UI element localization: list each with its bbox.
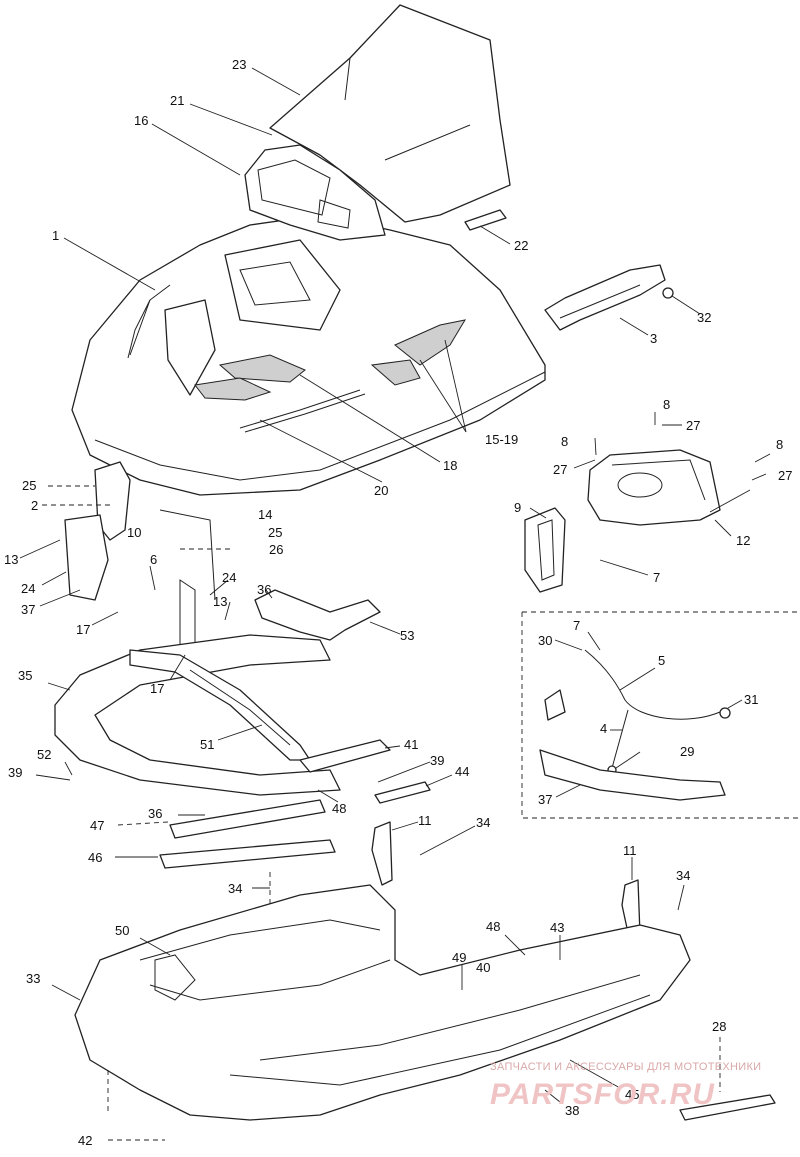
callout-52: 52 <box>37 747 51 762</box>
callout-39-left: 39 <box>8 765 22 780</box>
callout-4: 4 <box>600 721 607 736</box>
callout-37-inset: 37 <box>538 792 552 807</box>
callout-21: 21 <box>170 93 184 108</box>
callout-28: 28 <box>712 1019 726 1034</box>
slide-plate-lower <box>159 839 336 869</box>
strip-28 <box>679 1094 776 1121</box>
callout-2: 2 <box>31 498 38 513</box>
callout-29: 29 <box>680 744 694 759</box>
callout-40: 40 <box>476 960 490 975</box>
callout-30: 30 <box>538 633 552 648</box>
callout-7-mid: 7 <box>653 570 660 585</box>
callout-37-left: 37 <box>21 602 35 617</box>
callout-1: 1 <box>52 228 59 243</box>
callout-14: 14 <box>258 507 272 522</box>
callout-41: 41 <box>404 737 418 752</box>
callout-8-mid: 8 <box>561 434 568 449</box>
callout-10: 10 <box>127 525 141 540</box>
callout-12: 12 <box>736 533 750 548</box>
front-grab-bar <box>544 264 666 331</box>
callout-27-mid: 27 <box>553 462 567 477</box>
callout-25-left: 25 <box>22 478 36 493</box>
callout-17-left: 17 <box>76 622 90 637</box>
watermark-tagline: ЗАПЧАСТИ И АКСЕССУАРЫ ДЛЯ МОТОТЕХНИКИ <box>490 1061 761 1073</box>
hood <box>71 144 546 496</box>
callout-38: 38 <box>565 1103 579 1118</box>
callout-31: 31 <box>744 692 758 707</box>
callout-24-right: 24 <box>222 570 236 585</box>
callout-44: 44 <box>455 764 469 779</box>
callout-8-top: 8 <box>663 397 670 412</box>
callout-20: 20 <box>374 483 388 498</box>
callout-13-left: 13 <box>4 552 18 567</box>
air-box-bracket <box>524 507 566 593</box>
callout-33: 33 <box>26 971 40 986</box>
cross-shaft <box>299 739 391 773</box>
hood-handle <box>464 209 507 231</box>
callout-45: 45 <box>625 1087 639 1102</box>
callout-11-right: 11 <box>623 843 637 858</box>
steering-column <box>64 461 216 661</box>
callout-34-right: 34 <box>676 868 690 883</box>
leader-lines <box>19 67 771 1141</box>
callout-11-left: 11 <box>418 813 432 828</box>
front-bumper <box>54 634 341 796</box>
callout-5: 5 <box>658 653 665 668</box>
belly-pan <box>74 884 691 1121</box>
callout-16: 16 <box>134 113 148 128</box>
callout-48-mid: 48 <box>332 801 346 816</box>
callout-48-bottom: 48 <box>486 919 500 934</box>
callout-50: 50 <box>115 923 129 938</box>
callout-46: 46 <box>88 850 102 865</box>
callout-36-mid: 36 <box>148 806 162 821</box>
callout-43: 43 <box>550 920 564 935</box>
callout-3: 3 <box>650 331 657 346</box>
callout-22: 22 <box>514 238 528 253</box>
callout-42: 42 <box>78 1133 92 1148</box>
callout-47: 47 <box>90 818 104 833</box>
callout-6: 6 <box>150 552 157 567</box>
upper-column <box>254 589 381 641</box>
callout-32: 32 <box>697 310 711 325</box>
callout-25-right: 25 <box>268 525 282 540</box>
callout-13-mid: 13 <box>213 594 227 609</box>
callout-49: 49 <box>452 950 466 965</box>
callout-27-top: 27 <box>686 418 700 433</box>
callout-53: 53 <box>400 628 414 643</box>
callout-36-top: 36 <box>257 582 271 597</box>
callout-8-right: 8 <box>776 437 783 452</box>
callout-15-19: 15-19 <box>485 432 518 447</box>
callout-labels: 23 21 16 1 22 32 3 15-19 18 20 8 27 8 27… <box>4 57 792 1148</box>
callout-24-left: 24 <box>21 581 35 596</box>
callout-26: 26 <box>269 542 283 557</box>
callout-9: 9 <box>514 500 521 515</box>
callout-23: 23 <box>232 57 246 72</box>
bolt-32 <box>662 287 674 299</box>
slide-plate-upper <box>169 799 326 839</box>
callout-27-right: 27 <box>778 468 792 483</box>
ski-handle-left <box>371 821 393 886</box>
callout-7-inset: 7 <box>573 618 580 633</box>
watermark: ЗАПЧАСТИ И АКСЕССУАРЫ ДЛЯ МОТОТЕХНИКИ PA… <box>490 1061 761 1111</box>
callout-34-left: 34 <box>228 881 242 896</box>
watermark-brand: PARTSFOR.RU <box>490 1078 715 1111</box>
callout-34-top: 34 <box>476 815 490 830</box>
callout-18: 18 <box>443 458 457 473</box>
callout-39-right: 39 <box>430 753 444 768</box>
trim-bar <box>374 781 431 804</box>
callout-35: 35 <box>18 668 32 683</box>
callout-51: 51 <box>200 737 214 752</box>
air-box <box>587 449 721 526</box>
callout-17-mid: 17 <box>150 681 164 696</box>
inset-detail <box>521 611 800 819</box>
